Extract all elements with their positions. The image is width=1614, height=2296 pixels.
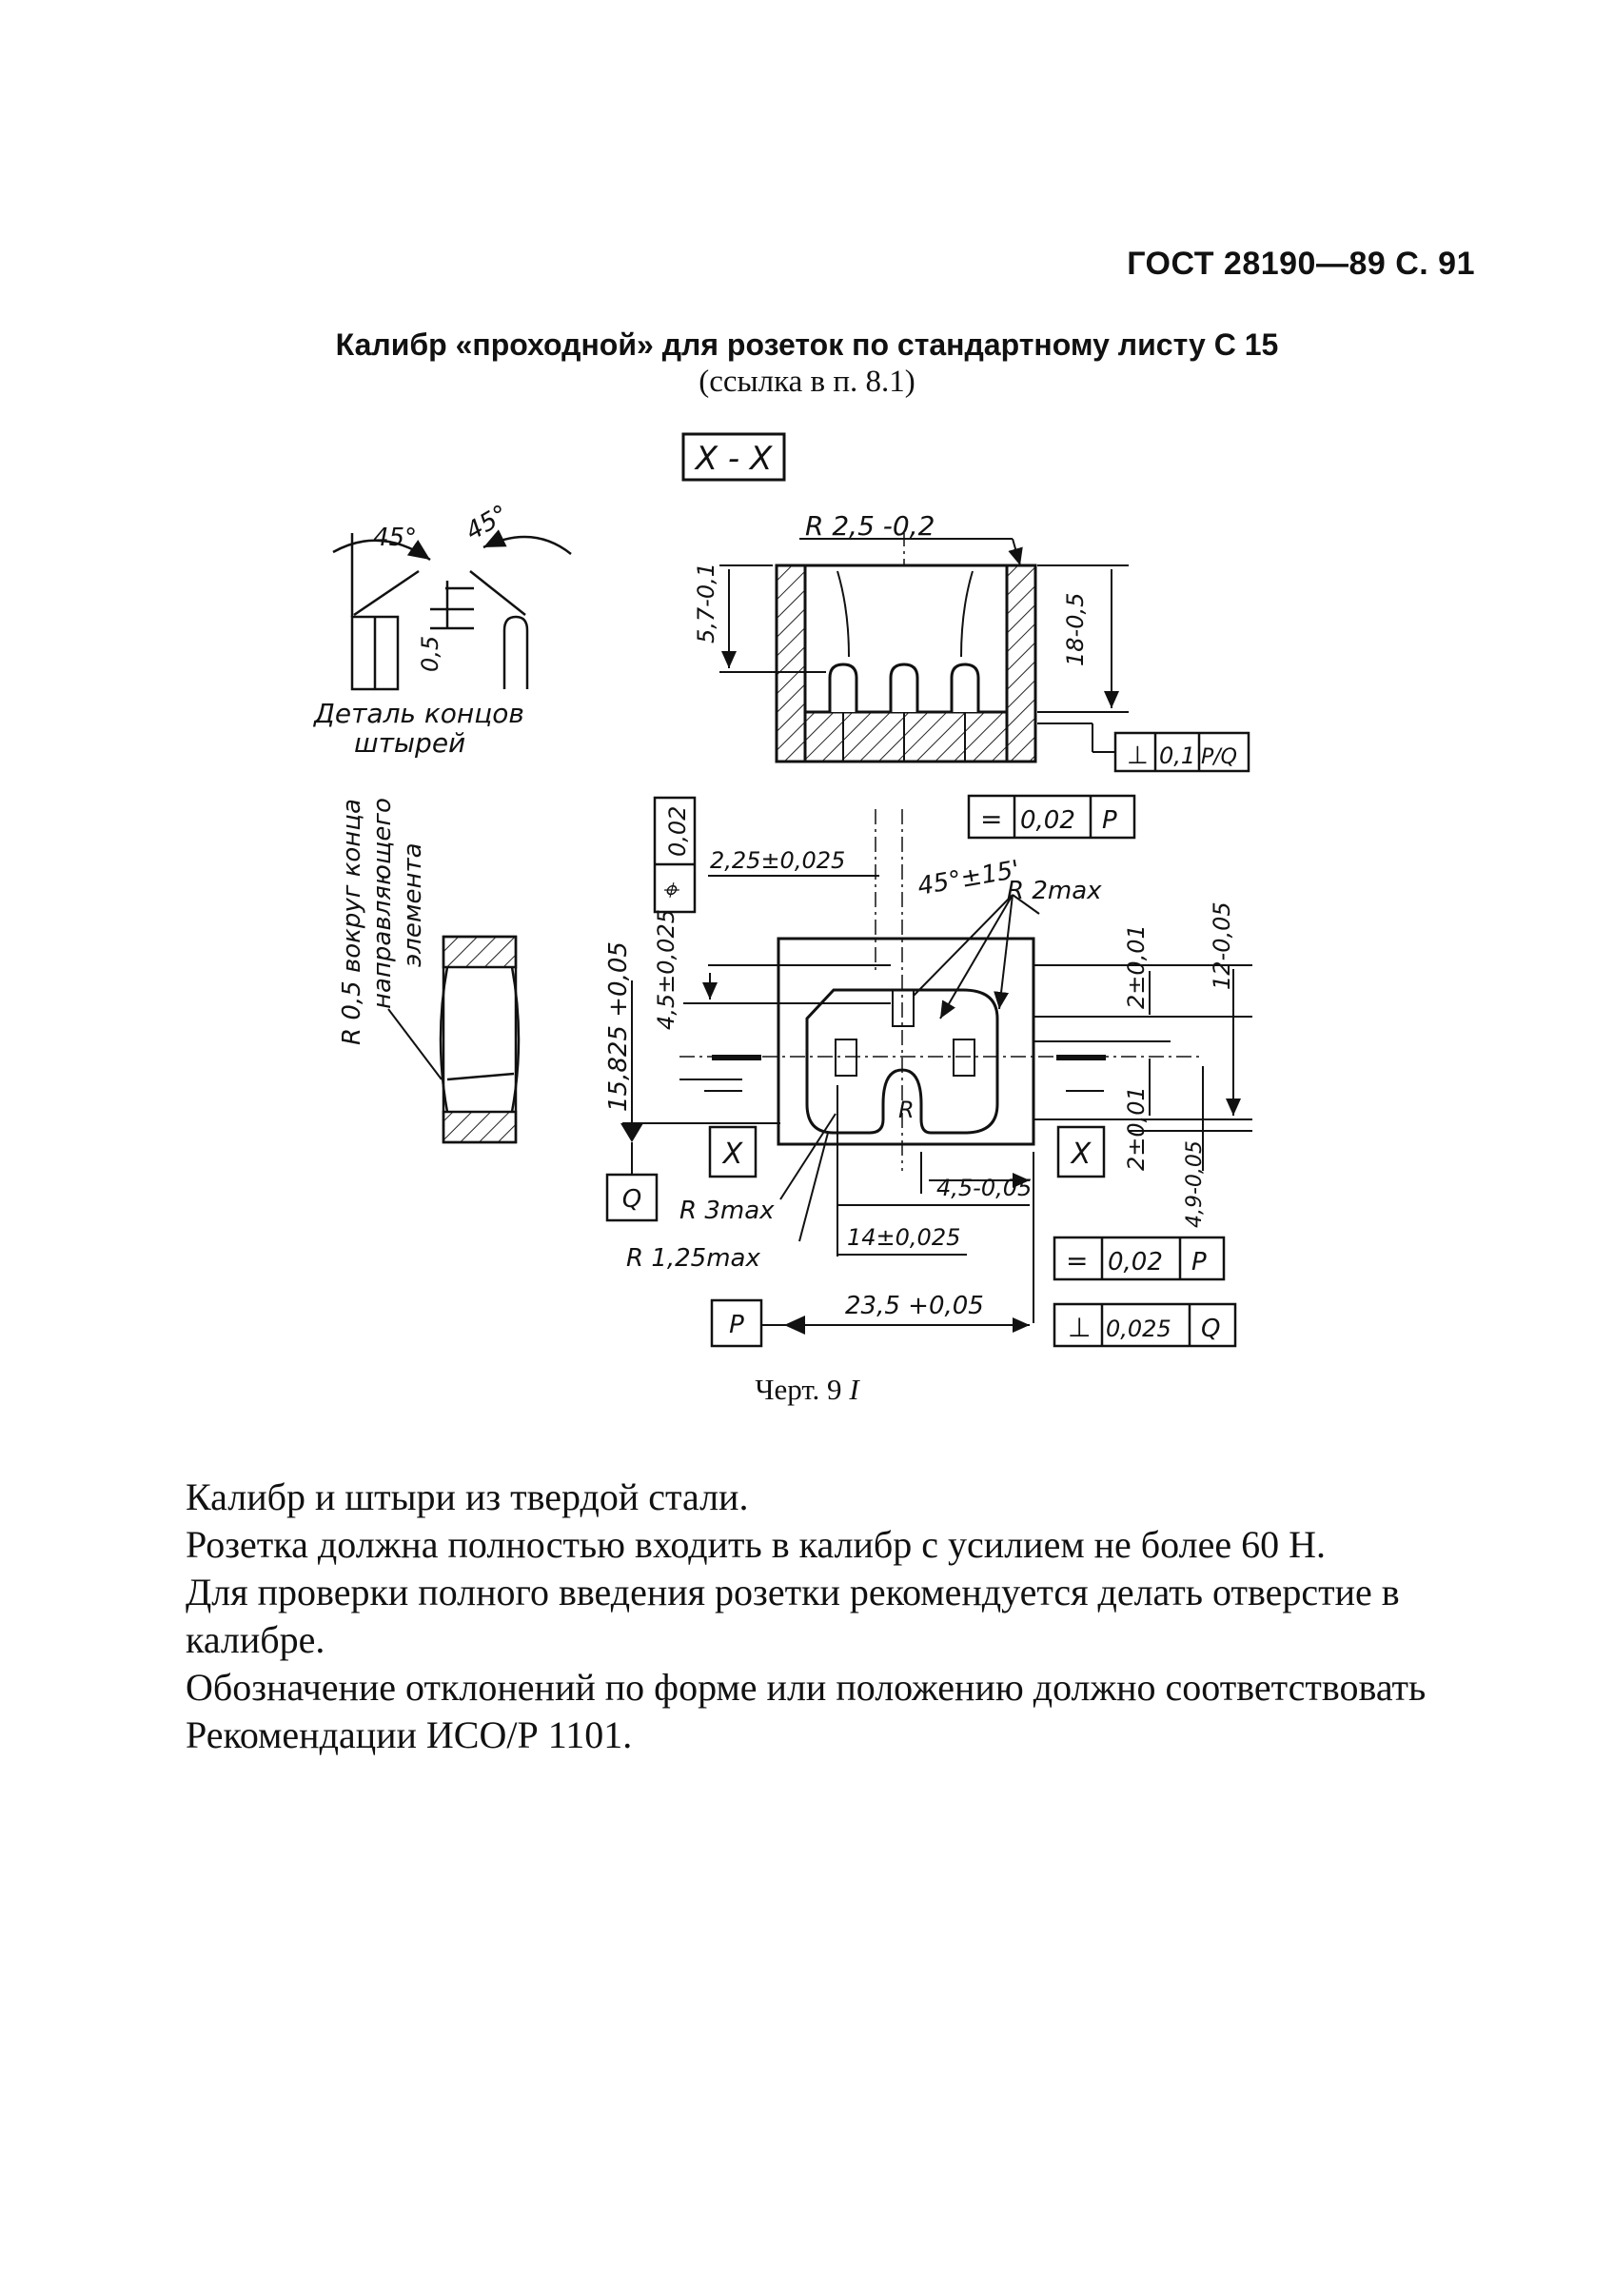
detail-caption-1: Деталь концов bbox=[312, 698, 524, 729]
svg-text:0,025: 0,025 bbox=[1106, 1316, 1171, 1342]
section-label-text: X - X bbox=[694, 440, 773, 478]
dim-18: 18-0,5 bbox=[1062, 593, 1089, 666]
document-reference: (ссылка в п. 8.1) bbox=[699, 365, 915, 399]
dim-4-5h: 4,5-0,05 bbox=[936, 1175, 1032, 1201]
svg-text:⊥: ⊥ bbox=[1127, 742, 1149, 770]
svg-text:⌖: ⌖ bbox=[661, 874, 679, 907]
dim-2-top: 2±0,01 bbox=[1123, 924, 1150, 1009]
svg-text:направляющего: направляющего bbox=[368, 798, 397, 1009]
section-arrow-right bbox=[1056, 1055, 1106, 1060]
page-header: ГОСТ 28190—89 С. 91 bbox=[1127, 246, 1475, 282]
dim-4-5v: 4,5±0,025 bbox=[653, 909, 679, 1030]
section-view bbox=[775, 533, 1037, 763]
section-label: X - X bbox=[681, 432, 786, 482]
paragraph-4: Обозначение отклонений по форме или поло… bbox=[186, 1666, 1427, 1756]
dim-R2max: R 2max bbox=[1007, 877, 1102, 905]
tol-pos-left: 0,02 ⌖ bbox=[653, 796, 697, 914]
center-lines bbox=[679, 809, 1199, 1171]
section-dimensions bbox=[719, 538, 1129, 753]
svg-text:P: P bbox=[1191, 1248, 1207, 1277]
datum-p: P bbox=[710, 1298, 805, 1348]
svg-text:P: P bbox=[729, 1311, 744, 1339]
dim-R1-25: R 1,25max bbox=[626, 1244, 760, 1273]
svg-text:элемента: элемента bbox=[399, 842, 427, 967]
body-text: Калибр и штыри из твердой стали. Розетка… bbox=[186, 1474, 1470, 1759]
svg-text:0,02: 0,02 bbox=[664, 806, 691, 857]
svg-text:X: X bbox=[1070, 1138, 1092, 1171]
dim-23-5: 23,5 +0,05 bbox=[845, 1292, 984, 1320]
dim-14: 14±0,025 bbox=[847, 1224, 960, 1251]
svg-text:Q: Q bbox=[622, 1185, 641, 1214]
svg-text:P/Q: P/Q bbox=[1201, 745, 1237, 769]
svg-text:R 0,5 вокруг конца: R 0,5 вокруг конца bbox=[338, 799, 366, 1045]
tol-perp-top: ⊥ 0,1 P/Q bbox=[1113, 731, 1250, 773]
datum-x-left: X bbox=[708, 1125, 758, 1178]
paragraph-3: Для проверки полного введения розетки ре… bbox=[186, 1571, 1400, 1661]
svg-text:0,02: 0,02 bbox=[1020, 806, 1075, 835]
dim-angle: 45°±15' bbox=[915, 856, 1022, 901]
svg-text:=: = bbox=[1066, 1245, 1088, 1277]
dim-12: 12-0,05 bbox=[1209, 901, 1235, 990]
dim-4-9: 4,9-0,05 bbox=[1183, 1140, 1207, 1228]
caption-label: Черт. 9 bbox=[755, 1373, 842, 1406]
technical-drawing: X - X 45° 45° 0,5 Деталь концов штырей R… bbox=[312, 432, 1252, 1348]
figure-caption: Черт. 9 I bbox=[0, 1373, 1614, 1407]
svg-text:P: P bbox=[1102, 806, 1117, 835]
tol-perp-bottom: ⊥ 0,025 Q bbox=[1053, 1302, 1237, 1348]
dim-5-7: 5,7-0,1 bbox=[693, 563, 719, 643]
tol-sym-top: = 0,02 P bbox=[967, 794, 1136, 840]
dim-15-825: 15,825 +0,05 bbox=[604, 941, 633, 1112]
tol-sym-bottom: = 0,02 P bbox=[1053, 1236, 1226, 1281]
svg-text:⊥: ⊥ bbox=[1068, 1312, 1091, 1343]
angle-left: 45° bbox=[373, 524, 417, 552]
datum-q: Q bbox=[605, 1123, 659, 1222]
document-title: Калибр «проходной» для розеток по станда… bbox=[335, 327, 1279, 362]
section-arrow-left bbox=[712, 1055, 761, 1060]
detail-caption-2: штырей bbox=[354, 727, 465, 759]
dim-R-inner: R bbox=[898, 1097, 915, 1123]
dim-2-25: 2,25±0,025 bbox=[710, 847, 845, 874]
paragraph-2: Розетка должна полностью входить в калиб… bbox=[186, 1523, 1326, 1566]
pin-end-detail bbox=[332, 529, 572, 691]
dim-pin-end: 0,5 bbox=[417, 636, 443, 672]
dim-R-top: R 2,5 -0,2 bbox=[805, 510, 935, 542]
svg-text:X: X bbox=[721, 1138, 744, 1171]
svg-text:0,1: 0,1 bbox=[1159, 742, 1195, 769]
dim-2-bot: 2±0,01 bbox=[1123, 1086, 1150, 1171]
radius-note: R 0,5 вокруг конца направляющего элемент… bbox=[338, 798, 427, 1045]
svg-text:Q: Q bbox=[1201, 1315, 1220, 1343]
guide-element bbox=[387, 935, 521, 1144]
paragraph-1: Калибр и штыри из твердой стали. bbox=[186, 1475, 749, 1518]
datum-x-right: X bbox=[1056, 1125, 1106, 1178]
svg-text:0,02: 0,02 bbox=[1108, 1248, 1163, 1277]
svg-text:=: = bbox=[980, 803, 1002, 835]
caption-number: I bbox=[849, 1373, 859, 1406]
plan-dimensions bbox=[622, 875, 1252, 1333]
dim-R3max: R 3max bbox=[679, 1197, 775, 1225]
